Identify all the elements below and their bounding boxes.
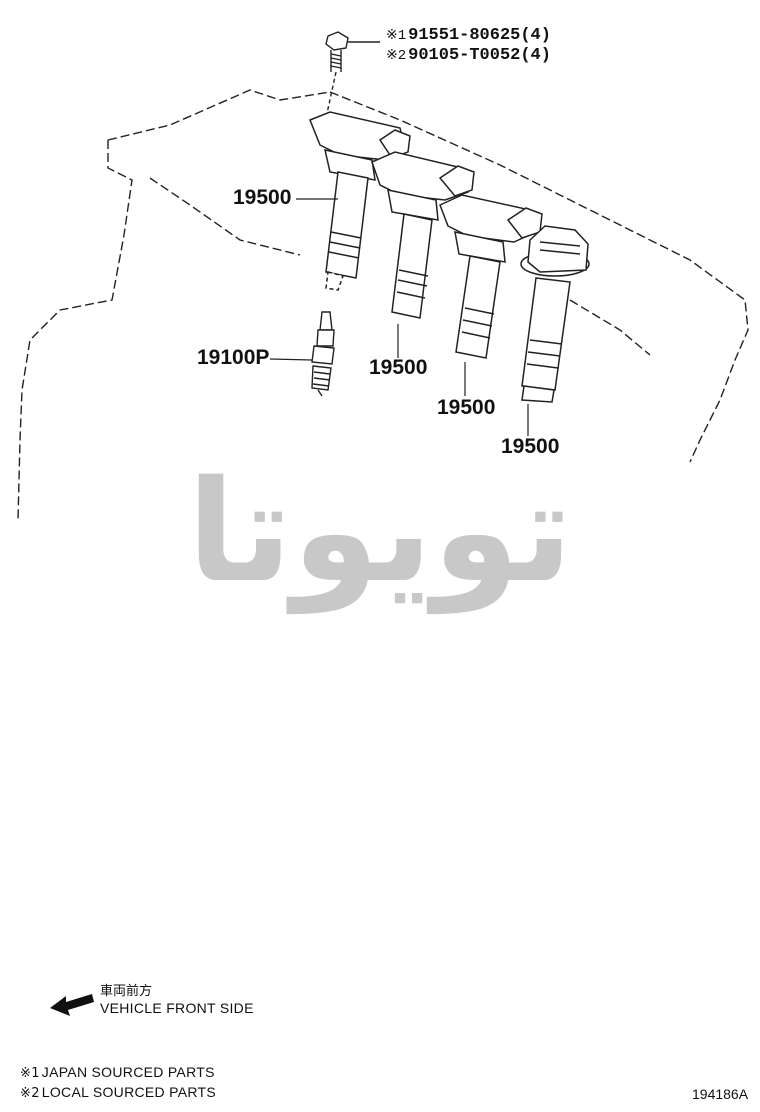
legend-text-1: JAPAN SOURCED PARTS — [41, 1064, 215, 1080]
figure-id: 194186A — [692, 1086, 749, 1102]
callout-coil-2: 19500 — [369, 356, 428, 379]
fastener-number-1: 91551-80625(4) — [408, 26, 551, 45]
leader-lines — [269, 198, 529, 436]
cylinder-head-outline — [17, 89, 749, 521]
callout-coil-1: 19500 — [233, 186, 292, 209]
ignition-coil-4 — [520, 225, 590, 403]
watermark: تویوتا — [187, 451, 573, 615]
callout-coil-3: 19500 — [437, 396, 496, 419]
legend-mark-1: ※1 — [20, 1066, 40, 1081]
legend-mark-2: ※2 — [20, 1086, 40, 1101]
ignition-coil-2 — [371, 151, 475, 319]
ignition-coil-1 — [309, 111, 411, 291]
callout-spark-plug: 19100P — [197, 346, 270, 369]
fastener-mark-1: ※1 — [386, 28, 407, 44]
ignition-coil-3 — [439, 194, 543, 359]
coil-bolt — [325, 31, 380, 119]
spark-plug — [311, 311, 335, 397]
fastener-mark-2: ※2 — [386, 48, 407, 64]
legend-text-2: LOCAL SOURCED PARTS — [41, 1084, 217, 1100]
front-direction-arrow-icon — [50, 994, 94, 1016]
vehicle-front-label-jp: 車両前方 — [100, 984, 153, 999]
fastener-number-2: 90105-T0052(4) — [408, 46, 551, 65]
callout-coil-4: 19500 — [501, 435, 560, 458]
vehicle-front-label: VEHICLE FRONT SIDE — [100, 1000, 254, 1016]
